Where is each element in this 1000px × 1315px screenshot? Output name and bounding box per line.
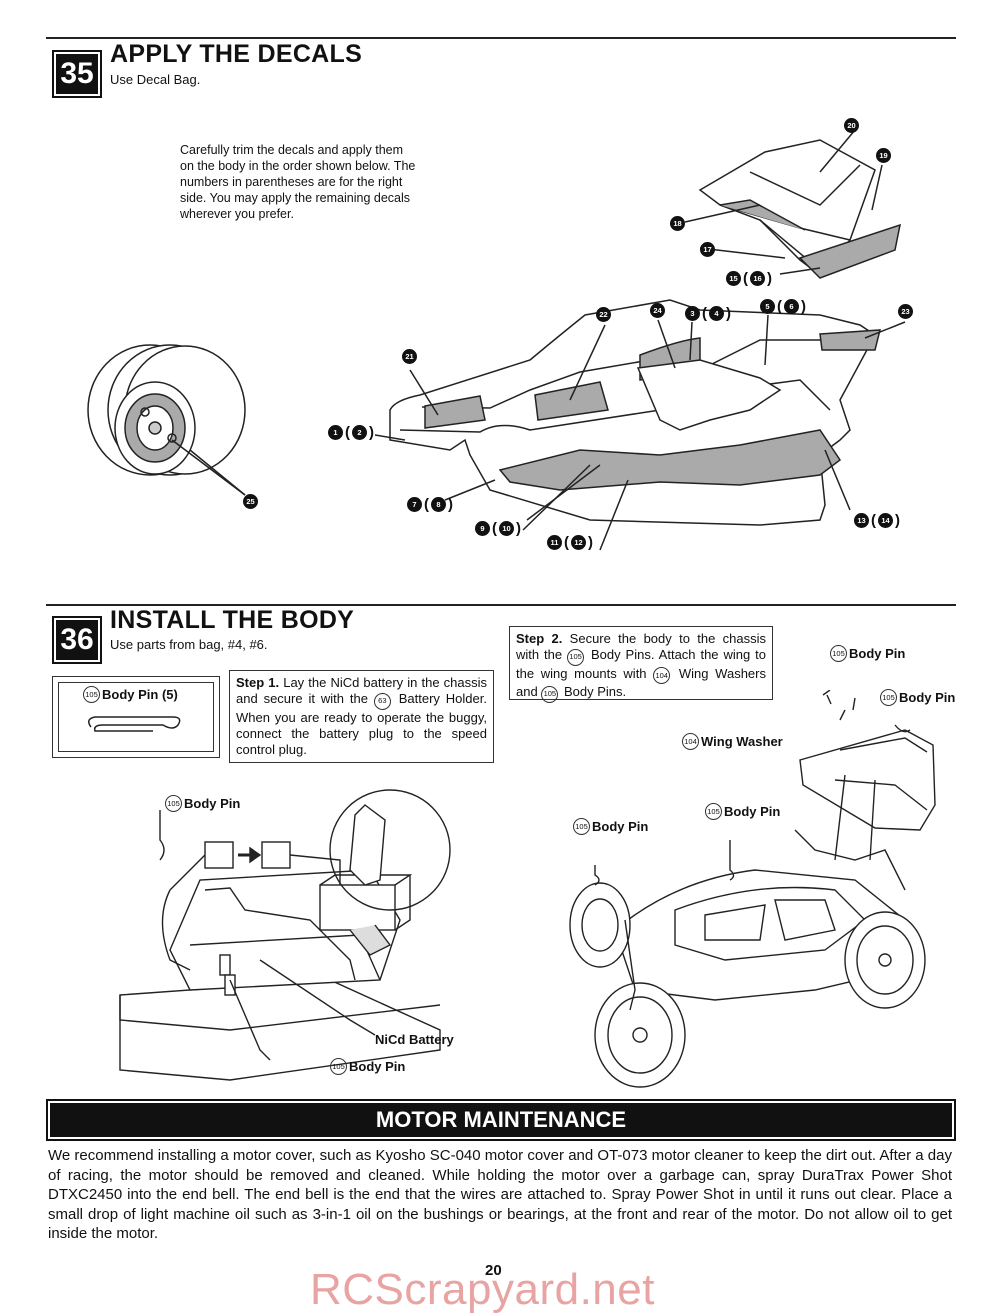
body-pin-label-wing-top: 105 Body Pin xyxy=(830,645,905,662)
part-105-icon: 105 xyxy=(830,645,847,662)
decal-badge-13: 13 xyxy=(854,513,869,528)
part-105-icon: 105 xyxy=(541,685,559,703)
decal-callout-9-10: 9(10) xyxy=(473,520,521,537)
part-number: 105 xyxy=(83,686,100,703)
decal-callout-11-12: 11(12) xyxy=(545,534,593,551)
decal-callout-18: 18 xyxy=(670,216,685,231)
step-number-35: 35 xyxy=(52,50,102,98)
body-pin-text: Body Pin xyxy=(899,690,956,705)
section-rule-36 xyxy=(46,604,956,606)
motor-maintenance-text: We recommend installing a motor cover, s… xyxy=(48,1147,952,1242)
step2-label: Step 2. xyxy=(516,631,563,646)
decal-badge-12: 12 xyxy=(571,535,586,550)
step2-text-a: Secure the body to the chassis with the xyxy=(516,631,766,662)
nicd-battery-label: NiCd Battery xyxy=(375,1032,454,1047)
step2-instructions: Step 2. Secure the body to the chassis w… xyxy=(509,626,773,703)
decal-badge-8: 8 xyxy=(431,497,446,512)
body-pin-text: Body Pin xyxy=(724,804,781,819)
section-rule-35 xyxy=(46,37,956,39)
wing-washer-label: 104 Wing Washer xyxy=(682,733,783,750)
step1-text-a: Lay the NiCd battery in the chassis and … xyxy=(236,675,487,706)
decal-badge-3: 3 xyxy=(685,306,700,321)
body-pin-label-buggy-left: 105 Body Pin xyxy=(573,818,648,835)
watermark: RCScrapyard.net xyxy=(310,1265,655,1314)
decal-badge-5: 5 xyxy=(760,299,775,314)
parts-box-label: 105 Body Pin (5) xyxy=(83,686,178,703)
part-105-icon: 105 xyxy=(705,803,722,820)
part-105-icon: 105 xyxy=(573,818,590,835)
buggy-diagram xyxy=(569,690,936,1088)
step-number-36: 36 xyxy=(52,616,102,664)
decal-callout-15-16: 15(16) xyxy=(724,270,772,287)
parts-box: 105 Body Pin (5) xyxy=(52,676,220,758)
step2-text-d: Body Pins. xyxy=(563,684,627,699)
decal-badge-7: 7 xyxy=(407,497,422,512)
decal-callout-20: 20 xyxy=(844,118,859,133)
decal-callout-5-6: 5(6) xyxy=(758,298,806,315)
decal-callout-13-14: 13(14) xyxy=(852,512,900,529)
decal-diagram xyxy=(87,129,906,551)
step-subtitle-36: Use parts from bag, #4, #6. xyxy=(110,637,268,652)
step2-text-c: Wing Washers and xyxy=(516,665,766,700)
decal-badge-6: 6 xyxy=(784,299,799,314)
decal-callout-7-8: 7(8) xyxy=(405,496,453,513)
body-pin-text: Body Pin xyxy=(349,1059,406,1074)
decal-callout-23: 23 xyxy=(898,304,913,319)
parts-box-inner xyxy=(58,682,214,752)
step2-text-b: Body Pins. Attach the wing to the wing m… xyxy=(516,647,766,681)
step-title-35: APPLY THE DECALS xyxy=(110,40,363,68)
decal-callout-1-2: 1(2) xyxy=(326,424,374,441)
part-105-icon: 105 xyxy=(330,1058,347,1075)
decal-badge-9: 9 xyxy=(475,521,490,536)
decal-badge-15: 15 xyxy=(726,271,741,286)
body-pin-label-wing-right: 105 Body Pin xyxy=(880,689,955,706)
decal-badge-1: 1 xyxy=(328,425,343,440)
part-105-icon: 105 xyxy=(165,795,182,812)
part-63-icon: 63 xyxy=(373,692,391,710)
step-title-36: INSTALL THE BODY xyxy=(110,606,355,634)
decal-badge-4: 4 xyxy=(709,306,724,321)
decal-callout-19: 19 xyxy=(876,148,891,163)
step1-text-b: Battery Holder. When you are ready to op… xyxy=(236,691,487,757)
wing-washer-text: Wing Washer xyxy=(701,734,783,749)
decal-callout-22: 22 xyxy=(596,307,611,322)
part-104-icon: 104 xyxy=(653,667,671,684)
body-pin-text: Body Pin xyxy=(849,646,906,661)
decal-instructions: Carefully trim the decals and apply them… xyxy=(180,143,416,221)
page-number: 20 xyxy=(485,1262,502,1279)
decal-callout-24: 24 xyxy=(650,303,665,318)
decal-badge-11: 11 xyxy=(547,535,562,550)
decal-badge-2: 2 xyxy=(352,425,367,440)
part-105-icon: 105 xyxy=(880,689,897,706)
step1-instructions: Step 1. Lay the NiCd battery in the chas… xyxy=(229,670,494,763)
part-105-icon: 105 xyxy=(567,648,585,666)
step1-label: Step 1. xyxy=(236,675,280,690)
body-pin-text: Body Pin xyxy=(184,796,241,811)
body-pin-label-chassis-top: 105 Body Pin xyxy=(165,795,240,812)
step-subtitle-35: Use Decal Bag. xyxy=(110,72,201,87)
decal-callout-17: 17 xyxy=(700,242,715,257)
body-pin-icon xyxy=(88,716,181,732)
decal-callout-21: 21 xyxy=(402,349,417,364)
body-pin-label-buggy-mid: 105 Body Pin xyxy=(705,803,780,820)
motor-maintenance-banner: MOTOR MAINTENANCE xyxy=(46,1099,956,1141)
decal-callout-25: 25 xyxy=(243,494,258,509)
decal-badge-16: 16 xyxy=(750,271,765,286)
decal-badge-10: 10 xyxy=(499,521,514,536)
body-pin-text: Body Pin xyxy=(592,819,649,834)
part-name: Body Pin (5) xyxy=(102,687,178,702)
chassis-diagram xyxy=(119,789,451,1081)
decal-callout-3-4: 3(4) xyxy=(683,305,731,322)
body-pin-label-chassis-bottom: 105 Body Pin xyxy=(330,1058,405,1075)
decal-badge-14: 14 xyxy=(878,513,893,528)
part-104-icon: 104 xyxy=(682,733,699,750)
